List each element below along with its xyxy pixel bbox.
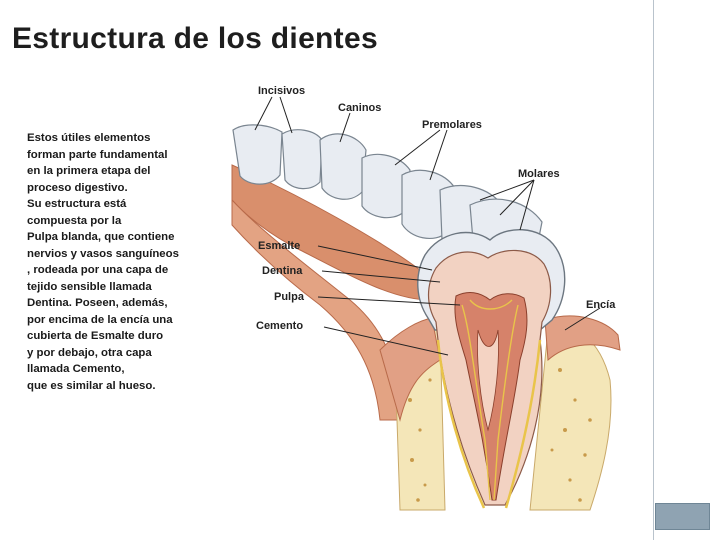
label-pulpa: Pulpa [274,291,305,303]
description-line: Dentina. Poseen, además, [27,297,168,309]
description-text: Estos útiles elementos forman parte fund… [27,130,227,394]
inner-pulp-loop [477,329,499,432]
description-line: en la primera etapa del [27,165,151,177]
gum-band [231,164,431,301]
description-line: Estos útiles elementos [27,132,151,144]
label-molares: Molares [518,168,560,180]
label-incisivos: Incisivos [258,85,305,97]
label-cemento: Cemento [256,320,303,332]
leader-lines [254,96,601,356]
description-line: por encima de la encía una [27,313,173,326]
description-line: y por debajo, otra capa [27,346,152,359]
description-line: proceso digestivo. [27,181,128,194]
description-line: llamada Cemento, [27,363,125,375]
description-line: tejido sensible llamada [27,280,152,293]
incisor-tooth [232,124,283,185]
incisor-tooth [281,129,323,190]
canine-tooth [319,133,367,200]
label-premolares: Premolares [422,119,482,131]
slide-title: Estructura de los dientes [12,22,378,55]
bone-texture [408,368,592,502]
label-esmalte: Esmalte [258,240,300,252]
label-encia: Encía [586,299,616,311]
description-line: Pulpa blanda, que contiene [27,231,175,243]
description-line: que es similar al hueso. [27,379,156,392]
description-line: nervios y vasos sanguíneos [27,247,179,260]
label-caninos: Caninos [338,102,381,114]
description-line: compuesta por la [27,214,122,227]
slide-nav-box[interactable] [655,503,710,530]
description-line: , rodeada por una capa de [27,264,169,276]
tooth-cementum [436,339,542,509]
slide-frame [653,0,654,540]
description-line: forman parte fundamental [27,148,168,161]
nerve-vessels [461,299,519,501]
description-line: Su estructura está [27,198,127,210]
label-dentina: Dentina [262,265,303,277]
description-line: cubierta de Esmalte duro [27,330,164,342]
